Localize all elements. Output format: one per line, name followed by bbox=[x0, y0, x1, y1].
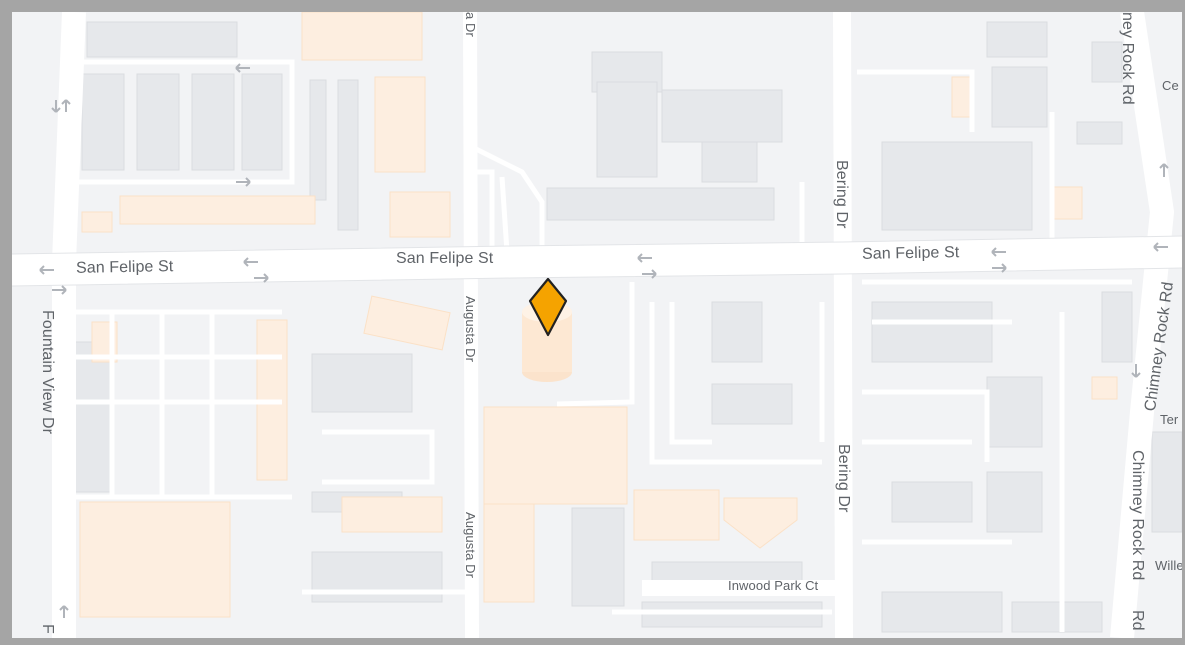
street-label-chimney-rock-top: ney Rock Rd bbox=[1119, 12, 1136, 105]
street-label-chimney-rock-edge: Rd bbox=[1129, 610, 1146, 631]
map-pin-icon[interactable] bbox=[526, 277, 570, 337]
street-label-bering-bottom: Bering Dr bbox=[835, 444, 852, 513]
edge-label-wille: Wille bbox=[1155, 558, 1182, 573]
edge-label-ce: Ce bbox=[1162, 78, 1179, 93]
map-tiles bbox=[12, 12, 1182, 638]
street-label-augusta-top: a Dr bbox=[463, 12, 478, 37]
edge-label-ter: Ter bbox=[1160, 412, 1179, 427]
street-label-augusta-bottom: Augusta Dr bbox=[463, 512, 478, 579]
street-label-san-felipe-west: San Felipe St bbox=[75, 258, 174, 277]
street-label-fountain-view-bottom: F bbox=[39, 624, 56, 634]
street-label-augusta-mid: Augusta Dr bbox=[463, 296, 478, 363]
street-label-bering-top: Bering Dr bbox=[833, 160, 850, 229]
street-label-fountain-view: Fountain View Dr bbox=[39, 310, 56, 435]
street-label-inwood-park: Inwood Park Ct bbox=[728, 578, 819, 593]
street-label-san-felipe-east: San Felipe St bbox=[861, 244, 960, 263]
map-canvas[interactable]: San Felipe St San Felipe St San Felipe S… bbox=[12, 12, 1182, 638]
street-label-chimney-rock-bottom: Chimney Rock Rd bbox=[1129, 450, 1146, 581]
street-label-san-felipe-mid: San Felipe St bbox=[396, 250, 494, 267]
